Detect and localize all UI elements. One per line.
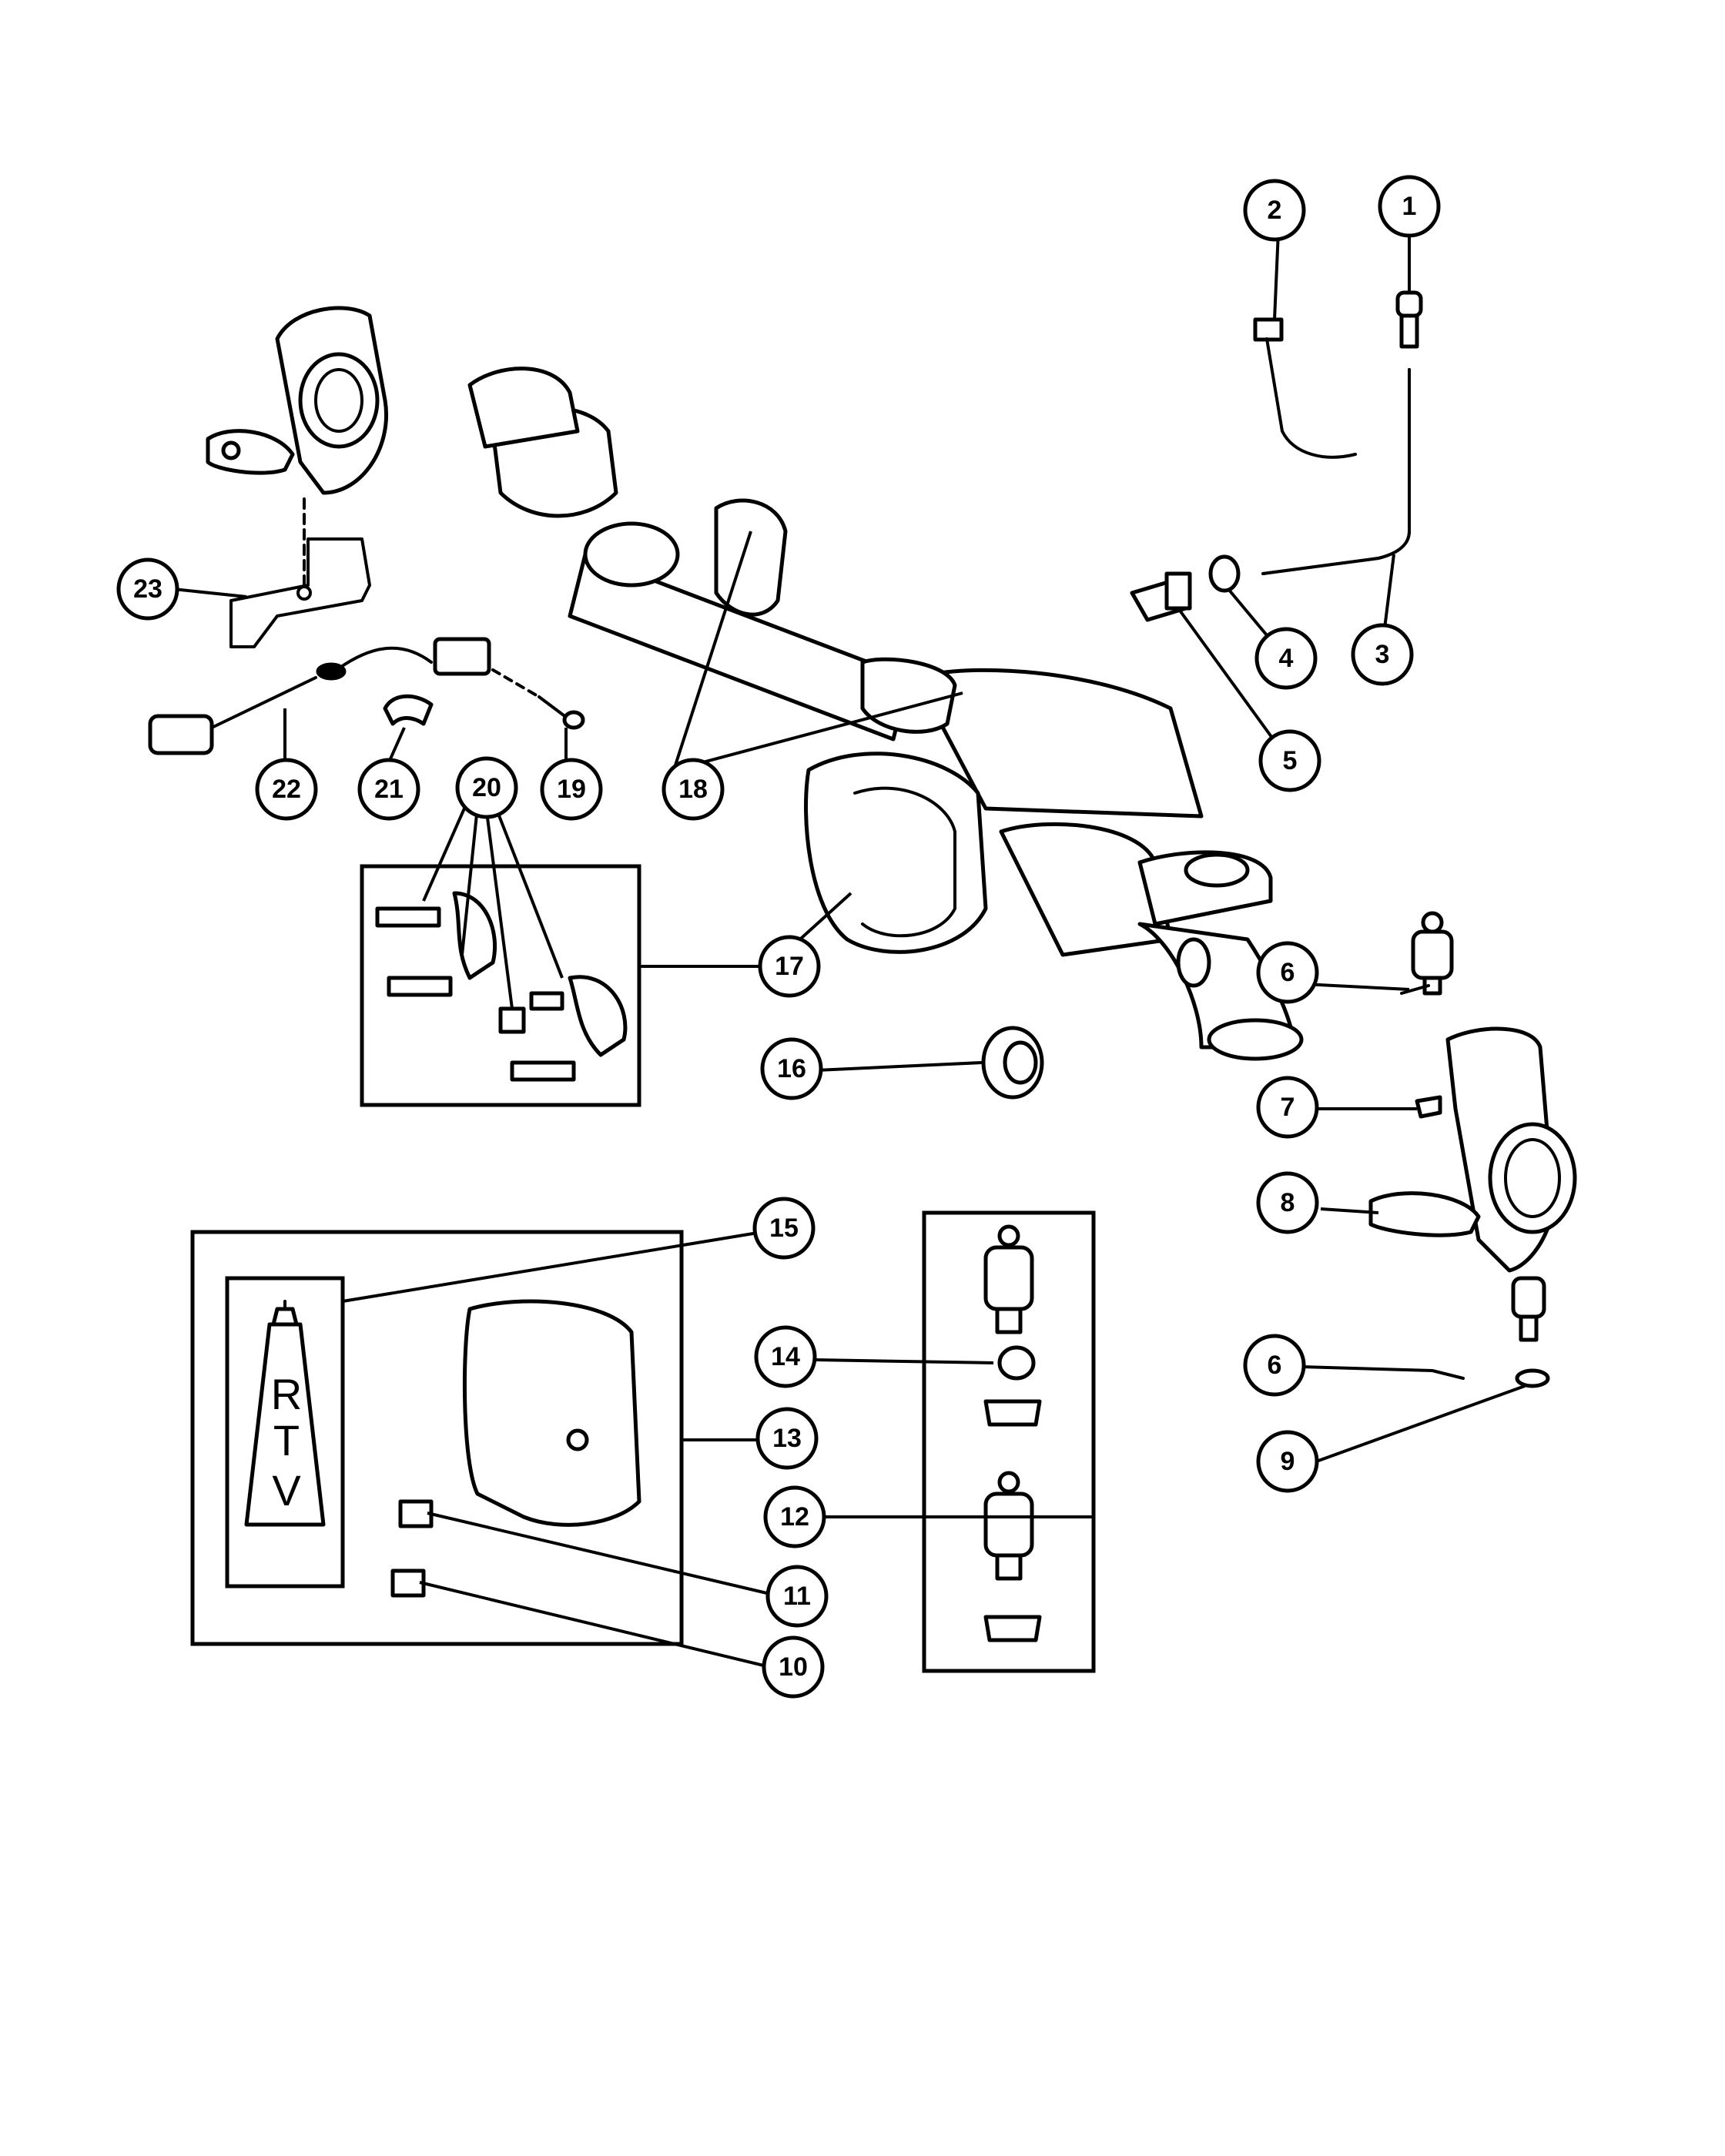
callout-23: 23 bbox=[116, 557, 179, 621]
callout-4: 4 bbox=[1254, 627, 1318, 690]
vent-hose bbox=[1261, 368, 1411, 575]
callout-3: 3 bbox=[1351, 623, 1414, 686]
callout-21: 21 bbox=[357, 758, 420, 821]
cotter-pin-small bbox=[1415, 1095, 1442, 1119]
callout-15-label: 15 bbox=[769, 1214, 799, 1243]
rtv-letter-r: R bbox=[271, 1370, 302, 1418]
callout-2-label: 2 bbox=[1268, 196, 1282, 225]
callout-9-label: 9 bbox=[1281, 1447, 1295, 1476]
callout-14-label: 14 bbox=[771, 1342, 800, 1371]
hose-tie-strap bbox=[1253, 317, 1357, 459]
callout-7: 7 bbox=[1256, 1076, 1319, 1139]
callout-13: 13 bbox=[755, 1407, 819, 1470]
callout-10-label: 10 bbox=[779, 1652, 808, 1682]
callout-7-label: 7 bbox=[1281, 1093, 1295, 1122]
cover-kit: R T V bbox=[190, 1230, 684, 1646]
callout-17-label: 17 bbox=[775, 952, 804, 981]
callout-4-label: 4 bbox=[1279, 644, 1294, 673]
wheel-speed-sensor bbox=[148, 637, 491, 755]
callout-8: 8 bbox=[1256, 1171, 1319, 1234]
callout-6-lower: 6 bbox=[1243, 1334, 1306, 1397]
callout-17: 17 bbox=[758, 935, 821, 998]
callout-18: 18 bbox=[662, 758, 725, 821]
bearing-cap-kit bbox=[360, 864, 641, 1107]
steering-knuckle-left bbox=[206, 306, 388, 495]
callout-2: 2 bbox=[1243, 179, 1306, 242]
callout-13-label: 13 bbox=[772, 1424, 802, 1453]
ball-joint-lower bbox=[1431, 1276, 1550, 1388]
hose-clamp bbox=[1208, 554, 1241, 593]
vent-cap bbox=[1395, 290, 1423, 349]
steering-knuckle-right bbox=[1368, 1026, 1577, 1273]
axle-housing bbox=[467, 367, 1204, 819]
callout-1: 1 bbox=[1378, 175, 1441, 238]
vent-fitting bbox=[1130, 571, 1192, 622]
callout-19: 19 bbox=[540, 758, 603, 821]
sensor-bolt bbox=[491, 668, 585, 730]
callout-23-label: 23 bbox=[133, 574, 162, 604]
abs-sensor-bracket bbox=[229, 491, 371, 648]
callout-10: 10 bbox=[762, 1635, 825, 1699]
callout-6-upper-label: 6 bbox=[1281, 958, 1295, 987]
callout-15: 15 bbox=[752, 1197, 816, 1260]
callout-5: 5 bbox=[1258, 729, 1321, 792]
callout-5-label: 5 bbox=[1283, 746, 1298, 775]
callout-8-label: 8 bbox=[1281, 1188, 1295, 1217]
bushing bbox=[981, 1026, 1044, 1100]
callout-11: 11 bbox=[765, 1565, 829, 1628]
callout-1-label: 1 bbox=[1402, 192, 1417, 221]
callout-19-label: 19 bbox=[557, 775, 586, 804]
callout-16: 16 bbox=[760, 1037, 823, 1100]
callout-16-label: 16 bbox=[777, 1054, 806, 1083]
callout-22-label: 22 bbox=[272, 775, 301, 804]
callout-18-label: 18 bbox=[678, 775, 708, 804]
callout-9: 9 bbox=[1256, 1430, 1319, 1493]
callout-20: 20 bbox=[455, 756, 518, 819]
callout-22: 22 bbox=[255, 758, 318, 821]
callout-14: 14 bbox=[754, 1325, 817, 1388]
sensor-clip bbox=[383, 694, 434, 726]
ball-joint-upper bbox=[1400, 911, 1454, 996]
callout-20-label: 20 bbox=[472, 773, 501, 802]
callout-6-upper: 6 bbox=[1256, 941, 1319, 1004]
ball-joint-kit bbox=[922, 1210, 1096, 1673]
rtv-letter-t: T bbox=[273, 1416, 300, 1465]
right-axle-yoke bbox=[999, 822, 1304, 1061]
callout-6-lower-label: 6 bbox=[1268, 1351, 1282, 1380]
callout-21-label: 21 bbox=[374, 775, 404, 804]
callout-12-label: 12 bbox=[780, 1502, 809, 1532]
callout-12: 12 bbox=[763, 1485, 826, 1548]
differential-carrier bbox=[804, 752, 988, 954]
rtv-letter-v: V bbox=[272, 1466, 301, 1515]
callout-3-label: 3 bbox=[1375, 640, 1390, 669]
callout-11-label: 11 bbox=[783, 1582, 811, 1611]
